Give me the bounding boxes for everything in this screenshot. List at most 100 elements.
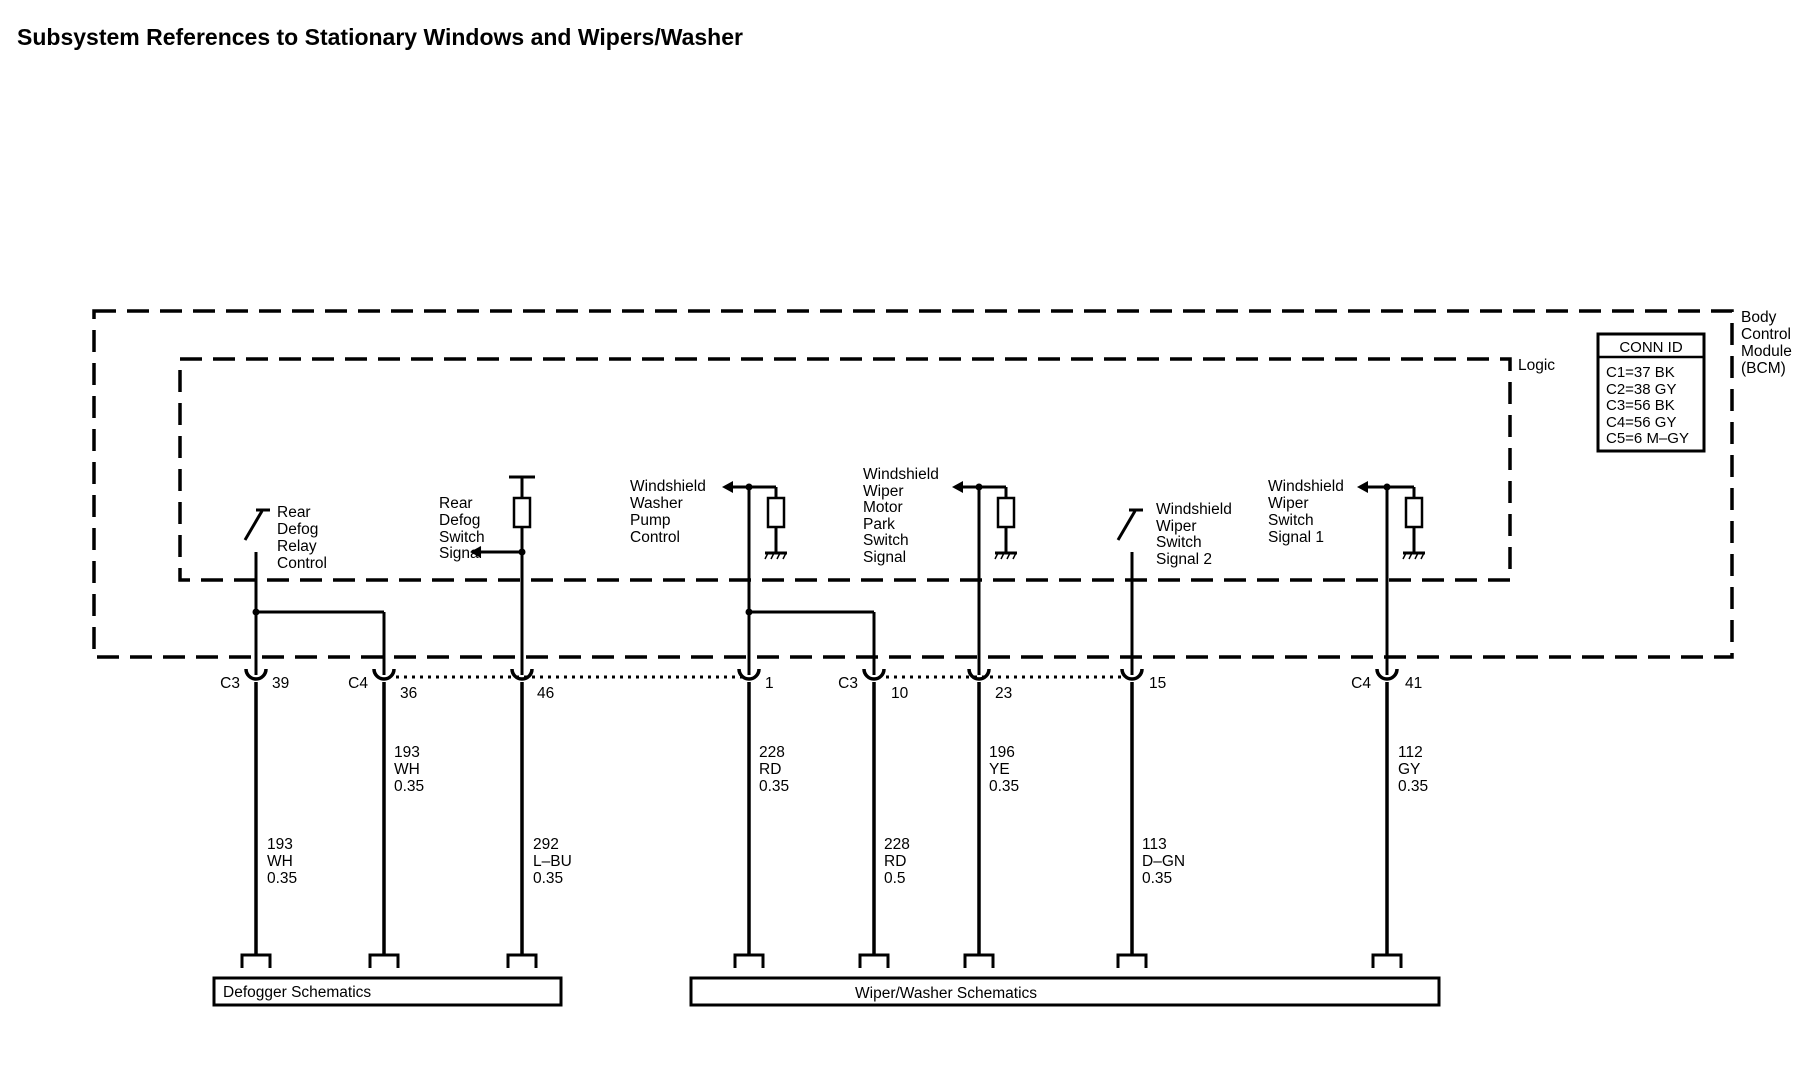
svg-text:C5=6 M–GY: C5=6 M–GY [1606, 430, 1689, 447]
svg-text:Switch: Switch [1268, 512, 1314, 529]
svg-text:Windshield: Windshield [1268, 478, 1344, 495]
svg-text:36: 36 [400, 685, 417, 702]
arrow-wiper-park [952, 481, 963, 493]
svg-text:Wiper: Wiper [1156, 518, 1196, 535]
reference-terminals [240, 953, 1403, 968]
svg-text:Relay: Relay [277, 538, 317, 555]
label-windshield-wiper-motor-park-switch-signal: Windshield Wiper Motor Park Switch Signa… [863, 466, 939, 566]
svg-text:Park: Park [863, 516, 895, 533]
svg-text:Switch: Switch [1156, 534, 1202, 551]
svg-text:196: 196 [989, 744, 1015, 761]
svg-text:Body: Body [1741, 309, 1777, 326]
arrow-wiper-switch-signal-1 [1357, 481, 1368, 493]
connectors [244, 668, 1399, 955]
svg-text:Defog: Defog [439, 512, 480, 529]
wiper-washer-schematics-ref[interactable]: Wiper/Washer Schematics [689, 976, 1441, 1007]
wire-labels: 193 WH 0.35 193 WH 0.35 292 L–BU 0.35 22… [267, 744, 1428, 887]
arrow-washer-pump [722, 481, 733, 493]
defogger-schematics-ref[interactable]: Defogger Schematics [212, 976, 563, 1007]
svg-text:228: 228 [759, 744, 785, 761]
wiper-switch-signal-1-pulldown [1367, 485, 1425, 675]
junction-dot [745, 608, 753, 616]
svg-text:C4: C4 [348, 675, 368, 692]
rear-defog-switch-pullup [480, 475, 535, 675]
svg-text:Signal: Signal [863, 549, 906, 566]
svg-text:193: 193 [394, 744, 420, 761]
svg-text:Washer: Washer [630, 495, 683, 512]
junction-dot [975, 483, 983, 491]
svg-text:Defogger Schematics: Defogger Schematics [223, 984, 371, 1001]
svg-text:Control: Control [630, 529, 680, 546]
svg-text:0.35: 0.35 [1398, 778, 1428, 795]
svg-text:YE: YE [989, 761, 1010, 778]
svg-text:0.35: 0.35 [759, 778, 789, 795]
svg-text:L–BU: L–BU [533, 853, 572, 870]
svg-text:112: 112 [1398, 744, 1423, 761]
svg-text:WH: WH [267, 853, 293, 870]
svg-text:0.35: 0.35 [533, 870, 563, 887]
junction-dot [518, 548, 526, 556]
svg-text:Wiper: Wiper [863, 483, 903, 500]
svg-text:0.35: 0.35 [1142, 870, 1172, 887]
label-windshield-wiper-switch-signal-1: Windshield Wiper Switch Signal 1 [1268, 478, 1344, 546]
bcm-name: Body Control Module (BCM) [1741, 309, 1792, 377]
svg-text:RD: RD [759, 761, 781, 778]
svg-text:46: 46 [537, 685, 554, 702]
logic-boundary [178, 357, 1512, 582]
label-rear-defog-relay-control: Rear Defog Relay Control [277, 504, 327, 572]
label-windshield-wiper-switch-signal-2: Windshield Wiper Switch Signal 2 [1156, 501, 1232, 568]
svg-text:Windshield: Windshield [1156, 501, 1232, 518]
svg-text:Module: Module [1741, 343, 1792, 360]
svg-text:0.35: 0.35 [989, 778, 1019, 795]
svg-text:Windshield: Windshield [630, 478, 706, 495]
svg-text:1: 1 [765, 675, 774, 692]
svg-text:D–GN: D–GN [1142, 853, 1185, 870]
svg-text:15: 15 [1149, 675, 1166, 692]
junction-dot [745, 483, 753, 491]
svg-text:39: 39 [272, 675, 289, 692]
junction-dot [1383, 483, 1391, 491]
svg-text:Switch: Switch [863, 532, 909, 549]
svg-text:Rear: Rear [439, 495, 473, 512]
svg-text:RD: RD [884, 853, 906, 870]
svg-text:Wiper/Washer Schematics: Wiper/Washer Schematics [855, 985, 1037, 1002]
label-rear-defog-switch-signal: Rear Defog Switch Signal [439, 495, 485, 562]
svg-text:Windshield: Windshield [863, 466, 939, 483]
logic-label: Logic [1518, 357, 1555, 374]
rear-defog-relay-switch [243, 508, 270, 612]
svg-text:Control: Control [1741, 326, 1791, 343]
svg-text:Control: Control [277, 555, 327, 572]
wiper-switch-signal-2-switch [1116, 508, 1143, 675]
svg-text:CONN ID: CONN ID [1619, 339, 1683, 356]
svg-text:Wiper: Wiper [1268, 495, 1308, 512]
internal-splice-defog [254, 610, 386, 675]
wiper-park-pulldown [962, 485, 1017, 675]
label-windshield-washer-pump-control: Windshield Washer Pump Control [630, 478, 706, 546]
svg-text:292: 292 [533, 836, 559, 853]
svg-text:C1=37 BK: C1=37 BK [1606, 364, 1675, 381]
svg-text:0.35: 0.35 [394, 778, 424, 795]
svg-text:113: 113 [1142, 836, 1167, 853]
svg-text:(BCM): (BCM) [1741, 360, 1786, 377]
svg-text:Signal 2: Signal 2 [1156, 551, 1212, 568]
conn-id-table: CONN ID C1=37 BK C2=38 GY C3=56 BK C4=56… [1596, 332, 1706, 453]
arrow-rear-defog-switch [470, 546, 481, 558]
svg-text:C3: C3 [838, 675, 858, 692]
svg-text:Motor: Motor [863, 499, 903, 516]
svg-text:Switch: Switch [439, 529, 485, 546]
svg-text:193: 193 [267, 836, 293, 853]
svg-text:0.5: 0.5 [884, 870, 906, 887]
svg-text:23: 23 [995, 685, 1012, 702]
svg-text:Signal 1: Signal 1 [1268, 529, 1324, 546]
svg-text:WH: WH [394, 761, 420, 778]
svg-text:228: 228 [884, 836, 910, 853]
svg-text:Pump: Pump [630, 512, 671, 529]
svg-text:C2=38 GY: C2=38 GY [1606, 381, 1676, 398]
svg-text:Signal: Signal [439, 545, 482, 562]
diagram-title: Subsystem References to Stationary Windo… [17, 24, 743, 50]
svg-text:41: 41 [1405, 675, 1422, 692]
svg-text:C3=56 BK: C3=56 BK [1606, 397, 1675, 414]
svg-text:C4=56 GY: C4=56 GY [1606, 414, 1676, 431]
ground-icon [764, 552, 787, 560]
